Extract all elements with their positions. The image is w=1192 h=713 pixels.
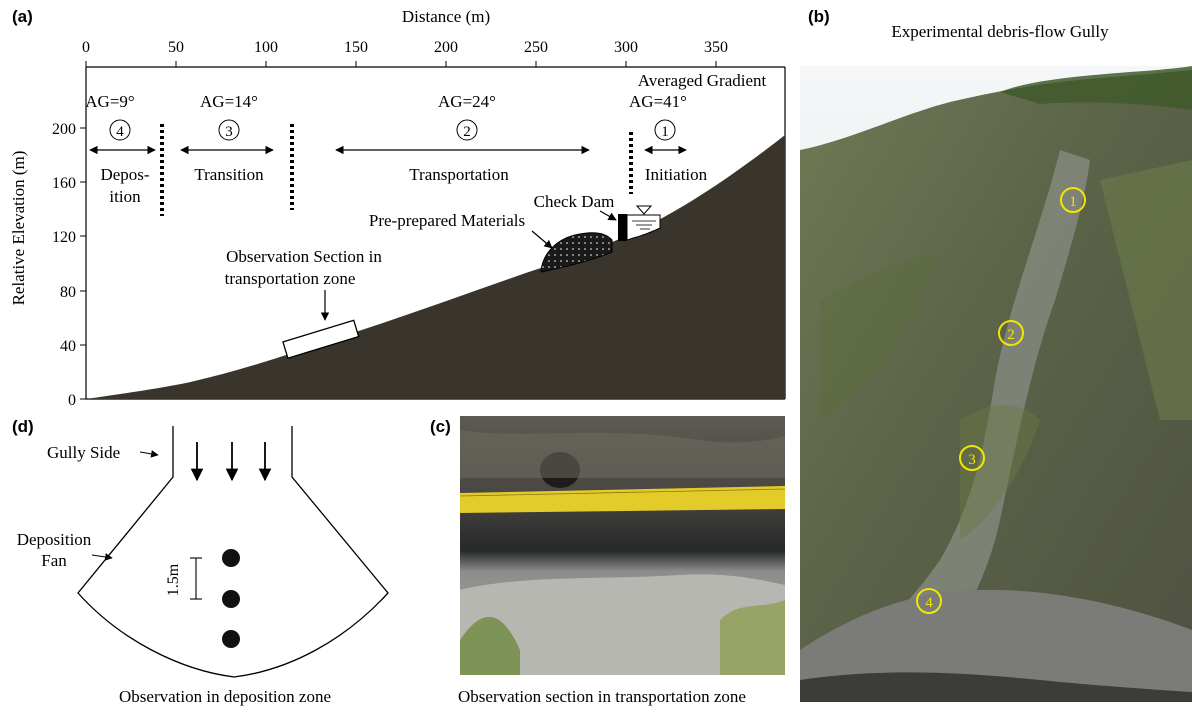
panel-a-label: (a) [12,7,33,26]
gully-side-arrow [139,450,159,458]
zone-transition: AG=14° 3 Transition [180,92,274,184]
x-tick-label: 150 [344,39,368,56]
x-tick-label: 250 [524,39,548,56]
gully-marker-1: 1 [1060,187,1086,213]
panel-d-label: (d) [12,417,34,436]
gully-side-label: Gully Side [47,443,120,462]
zone-number: 2 [463,124,471,140]
y-tick-label: 160 [52,175,76,192]
observation-section-box [282,319,360,359]
observation-point [222,590,240,608]
marker-number: 3 [968,452,976,468]
deposition-fan-outline [77,426,389,678]
zone-number-circle [654,119,676,141]
y-tick-label: 200 [52,121,76,138]
zone-number: 3 [225,124,233,140]
x-tick-label: 200 [434,39,458,56]
observation-point [222,630,240,648]
slope-profile [86,135,785,399]
zone-gradient: AG=9° [85,92,134,111]
zone-number-circle [218,119,240,141]
averaged-gradient-label: Averaged Gradient [638,71,767,90]
zone-transportation: AG=24° 2 Transportation [335,92,590,184]
observation-point [222,549,240,567]
y-axis-title: Relative Elevation (m) [9,151,28,306]
x-tick-label: 0 [82,39,90,56]
y-tick-label: 120 [52,229,76,246]
zone-gradient: AG=41° [629,92,687,111]
panel-a: (a) Distance (m) Relative Elevation (m) … [9,7,786,409]
materials-arrow [531,230,553,249]
gully-photo [800,66,1192,702]
spacing-label: 1.5m [165,563,182,596]
gully-marker-2: 2 [998,320,1024,346]
observation-photo [459,416,786,675]
fan-label: Deposition [17,530,92,549]
x-tick-label: 50 [168,39,184,56]
check-dam-label: Check Dam [534,192,615,211]
zone-name: Transportation [409,165,509,184]
x-tick-label: 300 [614,39,638,56]
check-dam [618,214,627,241]
panel-b: (b) Experimental debris-flow Gully 1 2 [800,7,1192,702]
panel-b-label: (b) [808,7,830,26]
materials-label: Pre-prepared Materials [369,211,525,230]
x-axis-title: Distance (m) [402,7,490,26]
water-level-icon [635,205,653,215]
measuring-tape [460,486,785,513]
zone-number: 4 [116,124,124,140]
zone-deposition: AG=9° 4 Depos- ition [85,92,156,206]
fan-arrow [91,553,113,561]
gully-marker-4: 4 [916,588,942,614]
zone-name: Transition [194,165,264,184]
check-dam-arrow [599,210,617,221]
zone-number: 1 [661,124,669,140]
marker-number: 4 [925,595,933,611]
panel-d-caption: Observation in deposition zone [119,687,331,706]
zone-name: Initiation [645,165,708,184]
fan-label-line2: Fan [41,551,67,570]
zone-initiation: Averaged Gradient AG=41° 1 Initiation [629,71,767,184]
zone-gradient: AG=14° [200,92,258,111]
panel-d: (d) Gully Side Deposition Fan 1.5m Obser… [12,417,389,706]
x-tick-label: 350 [704,39,728,56]
zone-name: Depos- [100,165,149,184]
y-tick-label: 0 [68,392,76,409]
panel-b-title: Experimental debris-flow Gully [891,22,1109,41]
panel-c-label: (c) [430,417,451,436]
y-tick-label: 40 [60,338,76,355]
gully-marker-3: 3 [959,445,985,471]
marker-number: 1 [1069,194,1077,210]
marker-number: 2 [1007,327,1015,343]
panel-c-caption: Observation section in transportation zo… [458,687,746,706]
zone-gradient: AG=24° [438,92,496,111]
y-ticks: 0 40 80 120 160 200 [52,121,86,409]
obs-section-label-line2: transportation zone [225,269,356,288]
zone-name-line2: ition [109,187,141,206]
zone-number-circle [109,119,131,141]
x-ticks: 0 50 100 150 200 250 300 350 [82,39,728,67]
panel-c: (c) Observation section in transportatio… [430,416,786,706]
zone-number-circle [456,119,478,141]
obs-section-label: Observation Section in [226,247,382,266]
x-tick-label: 100 [254,39,278,56]
y-tick-label: 80 [60,284,76,301]
